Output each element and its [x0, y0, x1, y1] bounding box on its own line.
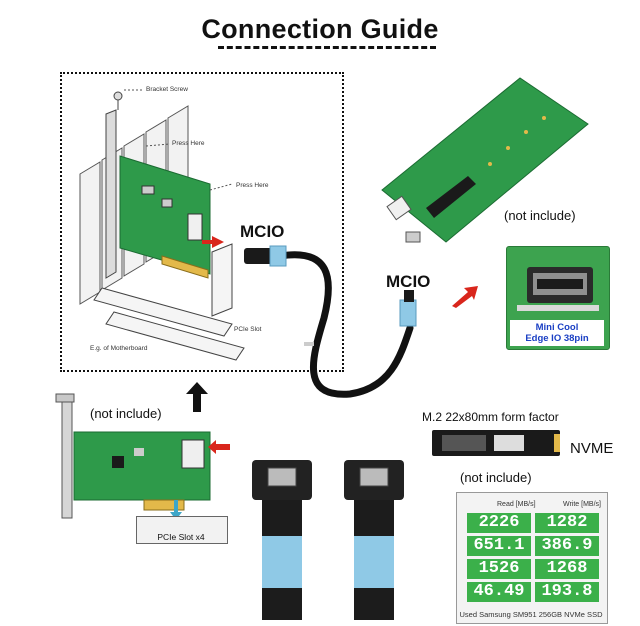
- bench-write-value: 1268: [535, 559, 599, 579]
- label-motherboard: E.g. of Motherboard: [90, 345, 148, 352]
- black-up-arrow: [186, 382, 208, 412]
- label-not-include-nvme: (not include): [460, 470, 532, 485]
- installation-drawing: [79, 89, 245, 361]
- label-mcio-mid: MCIO: [386, 272, 431, 291]
- benchmark-panel: Read [MB/s] Write [MB/s] 2226 1282 651.1…: [456, 492, 608, 624]
- mini-cool-line2: Edge IO 38pin: [525, 333, 589, 344]
- adapter-board-top: [381, 77, 589, 243]
- bench-write-header: Write [MB/s]: [563, 501, 601, 508]
- bench-footer: Used Samsung SM951 256GB NVMe SSD: [459, 610, 603, 619]
- red-arrow-mini-cool: [452, 286, 478, 308]
- bench-read-value: 2226: [467, 513, 531, 533]
- nvme-ssd: [432, 430, 560, 456]
- label-not-include-left: (not include): [90, 406, 162, 421]
- bench-read-value: 1526: [467, 559, 531, 579]
- pcie-card-bottom: [55, 393, 211, 519]
- pcie-slot-x4: [136, 516, 228, 544]
- mini-cool-line1: Mini Cool: [535, 322, 579, 333]
- red-arrow-card: [208, 440, 230, 454]
- bench-read-value: 651.1: [467, 536, 531, 556]
- mini-cool-label: Mini Cool Edge IO 38pin: [510, 320, 604, 346]
- mcio-cable: [244, 245, 417, 398]
- label-not-include-top: (not include): [504, 208, 576, 223]
- page-title: Connection Guide: [201, 14, 439, 44]
- installation-diagram-box: [60, 72, 344, 372]
- label-pcie-slot-x4: PCIe Slot x4: [157, 532, 205, 542]
- bench-write-value: 386.9: [535, 536, 599, 556]
- label-pcie-slot: PCIe Slot: [234, 326, 262, 333]
- mcio-connector-closeups: [252, 460, 404, 620]
- bench-read-value: 46.49: [467, 582, 531, 602]
- label-mcio-top: MCIO: [240, 222, 285, 241]
- bench-read-header: Read [MB/s]: [497, 501, 536, 508]
- label-nvme: NVME: [570, 440, 614, 457]
- bench-row: 651.1 386.9: [463, 536, 601, 559]
- label-press-here-2: Press Here: [236, 182, 269, 189]
- blue-down-arrow: [170, 500, 182, 520]
- bench-row: 46.49 193.8: [463, 582, 601, 605]
- label-bracket-screw: Bracket Screw: [146, 86, 188, 93]
- bench-row: 2226 1282: [463, 513, 601, 536]
- label-press-here-1: Press Here: [172, 140, 205, 147]
- label-form-factor: M.2 22x80mm form factor: [422, 410, 559, 424]
- bench-write-value: 1282: [535, 513, 599, 533]
- bench-row: 1526 1268: [463, 559, 601, 582]
- bench-write-value: 193.8: [535, 582, 599, 602]
- title-underline: [218, 46, 436, 49]
